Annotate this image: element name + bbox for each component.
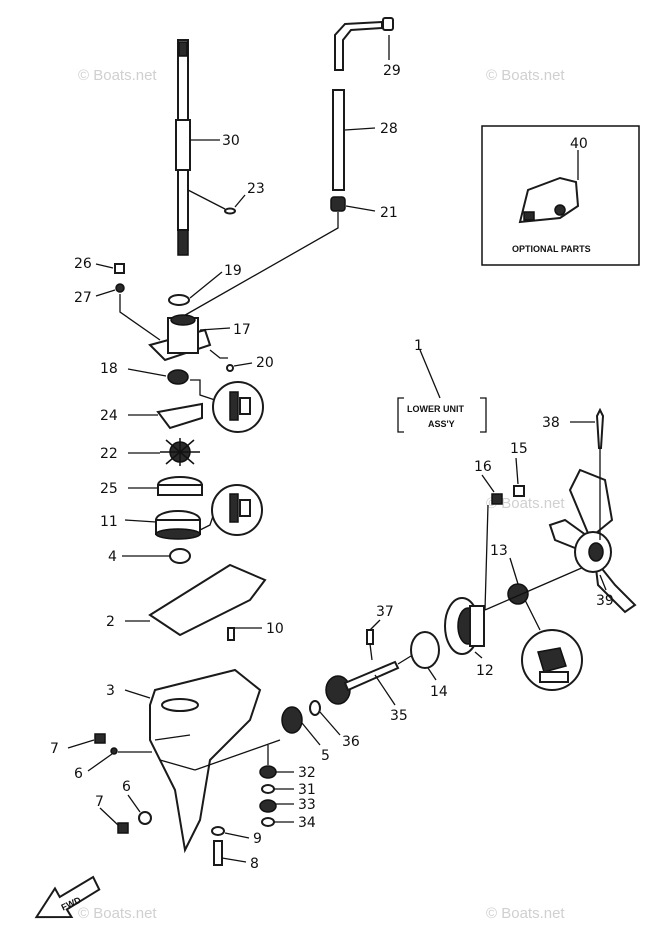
assembly-line-2: ASS'Y: [428, 419, 455, 429]
optional-bracket-part[interactable]: [518, 176, 580, 224]
label-38: 38: [542, 415, 560, 431]
label-9: 9: [253, 831, 262, 847]
label-7a: 7: [50, 741, 59, 757]
o-ring-cap-part[interactable]: [410, 631, 440, 669]
gear-33-part[interactable]: [259, 799, 277, 813]
screw-part[interactable]: [94, 733, 106, 744]
label-28: 28: [380, 121, 398, 137]
assembly-line-1: LOWER UNIT: [407, 404, 464, 414]
shim-34-part[interactable]: [261, 817, 275, 827]
washer-bottom-part[interactable]: [138, 811, 152, 825]
washer-drain-part[interactable]: [211, 826, 225, 836]
label-5: 5: [321, 748, 330, 764]
label-15: 15: [510, 441, 528, 457]
watermark-top-right: © Boats.net: [486, 67, 565, 84]
label-25: 25: [100, 481, 118, 497]
label-1: 1: [414, 338, 423, 354]
label-20: 20: [256, 355, 274, 371]
label-31: 31: [298, 782, 316, 798]
label-34: 34: [298, 815, 316, 831]
label-8: 8: [250, 856, 259, 872]
washer-32-part[interactable]: [259, 765, 277, 779]
drain-screw-part[interactable]: [213, 840, 223, 866]
label-36: 36: [342, 734, 360, 750]
label-24: 24: [100, 408, 118, 424]
label-32: 32: [298, 765, 316, 781]
label-23: 23: [247, 181, 265, 197]
bolt-part[interactable]: [114, 263, 125, 274]
label-29: 29: [383, 63, 401, 79]
propeller-part[interactable]: [548, 468, 637, 614]
label-14: 14: [430, 684, 448, 700]
fwd-arrow-icon: FWD: [34, 875, 101, 919]
pin-part[interactable]: [224, 207, 236, 215]
propeller-cap-part[interactable]: [444, 597, 485, 655]
o-ring-part[interactable]: [168, 294, 190, 306]
label-6a: 6: [74, 766, 83, 782]
lower-unit-assembly-box: LOWER UNIT ASS'Y: [397, 397, 487, 433]
bolt-15-part[interactable]: [513, 485, 525, 497]
label-6b: 6: [122, 779, 131, 795]
watermark-mid-right: © Boats.net: [486, 495, 565, 512]
watermark-bottom-right: © Boats.net: [486, 905, 565, 922]
washer-part[interactable]: [115, 283, 125, 293]
seal-ring-part[interactable]: [169, 548, 191, 564]
label-13: 13: [490, 543, 508, 559]
shim-part[interactable]: [309, 700, 321, 716]
shift-rod-part[interactable]: [330, 17, 394, 212]
label-35: 35: [390, 708, 408, 724]
label-33: 33: [298, 797, 316, 813]
bearing-part[interactable]: [281, 706, 303, 734]
shear-pin-part[interactable]: [366, 629, 374, 645]
label-40: 40: [570, 136, 588, 152]
watermark-bottom-left: © Boats.net: [78, 905, 157, 922]
washer-small-part[interactable]: [110, 747, 118, 755]
pin-small-part[interactable]: [226, 364, 234, 372]
label-12: 12: [476, 663, 494, 679]
outer-plate-part[interactable]: [156, 402, 203, 430]
label-22: 22: [100, 446, 118, 462]
impeller-part[interactable]: [160, 438, 200, 466]
nut-part[interactable]: [491, 493, 503, 505]
watermark-top-left: © Boats.net: [78, 67, 157, 84]
drive-shaft-part[interactable]: [175, 39, 191, 256]
propeller-shaft-part[interactable]: [325, 660, 400, 705]
label-19: 19: [224, 263, 242, 279]
label-11: 11: [100, 514, 118, 530]
lower-casing-part[interactable]: [149, 668, 262, 854]
optional-parts-label: OPTIONAL PARTS: [512, 244, 591, 254]
label-18: 18: [100, 361, 118, 377]
dowel-pin-part[interactable]: [227, 627, 235, 641]
label-10: 10: [266, 621, 284, 637]
optional-parts-box: 40 OPTIONAL PARTS: [481, 125, 640, 266]
label-2: 2: [106, 614, 115, 630]
washer-31-part[interactable]: [261, 784, 275, 794]
pump-case-part[interactable]: [155, 510, 201, 540]
label-26: 26: [74, 256, 92, 272]
label-37: 37: [376, 604, 394, 620]
label-3: 3: [106, 683, 115, 699]
oil-seal-part[interactable]: [167, 369, 189, 385]
label-4: 4: [108, 549, 117, 565]
label-21: 21: [380, 205, 398, 221]
gasket-part[interactable]: [148, 563, 267, 637]
label-39: 39: [596, 593, 614, 609]
label-7b: 7: [95, 794, 104, 810]
seal-housing-part[interactable]: [148, 314, 212, 362]
cotter-pin-part[interactable]: [595, 407, 605, 449]
screw-bottom-part[interactable]: [117, 822, 129, 834]
label-30: 30: [222, 133, 240, 149]
label-27: 27: [74, 290, 92, 306]
label-16: 16: [474, 459, 492, 475]
label-17: 17: [233, 322, 251, 338]
